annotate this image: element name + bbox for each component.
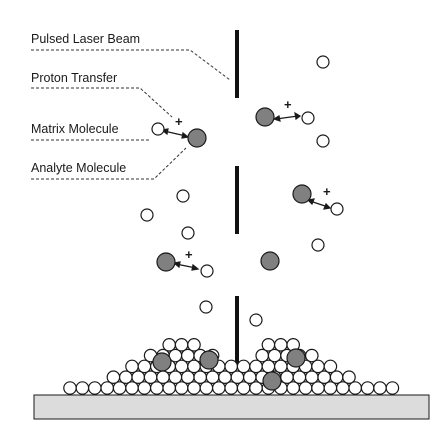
matrix-molecule	[174, 337, 189, 352]
leader-line-proton	[31, 87, 173, 118]
matrix-molecule	[316, 134, 330, 148]
matrix-molecule	[330, 202, 344, 216]
proton-plus-1: +	[175, 114, 183, 129]
analyte-molecule	[286, 348, 306, 368]
matrix-molecule	[360, 381, 375, 395]
matrix-molecule	[181, 226, 195, 240]
matrix-molecule	[199, 300, 213, 314]
matrix-molecule	[373, 381, 387, 395]
matrix-molecule	[224, 359, 238, 374]
proton-arrow-1	[160, 128, 190, 139]
matrix-molecule	[342, 370, 356, 384]
matrix-molecule	[249, 313, 263, 327]
label-proton-transfer: Proton Transfer	[31, 71, 117, 85]
leader-line-analyte	[31, 147, 187, 180]
matrix-molecule	[385, 381, 400, 395]
matrix-molecule	[323, 359, 338, 374]
analyte-molecule	[152, 352, 172, 372]
matrix-crystal-pile	[63, 337, 400, 395]
matrix-molecule	[63, 381, 77, 395]
matrix-molecule	[106, 370, 121, 384]
matrix-molecule	[88, 381, 102, 395]
sample-plate	[33, 394, 430, 420]
analyte-molecule	[260, 251, 280, 271]
desorbed-plume	[140, 55, 344, 327]
label-pulsed-laser-beam: Pulsed Laser Beam	[31, 32, 140, 46]
label-matrix-molecule: Matrix Molecule	[31, 122, 119, 136]
matrix-molecule	[140, 208, 154, 222]
proton-transfer-arrows	[160, 111, 332, 271]
matrix-molecule	[236, 359, 251, 374]
matrix-molecule	[187, 337, 201, 352]
matrix-molecule	[273, 337, 288, 352]
matrix-molecule	[301, 111, 315, 125]
proton-arrow-4	[172, 261, 200, 271]
matrix-molecule	[311, 238, 325, 252]
matrix-molecule	[151, 122, 165, 136]
analyte-molecule	[262, 371, 282, 391]
proton-plus-2: +	[284, 97, 292, 112]
analyte-molecule	[156, 252, 176, 272]
proton-plus-4: +	[185, 247, 193, 262]
analyte-molecule	[255, 107, 275, 127]
matrix-molecule	[125, 359, 139, 374]
leader-line-laser	[31, 49, 231, 81]
proton-plus-3: +	[323, 184, 331, 199]
analyte-molecule	[199, 350, 219, 370]
matrix-molecule	[316, 55, 330, 69]
proton-arrow-3	[306, 198, 332, 210]
matrix-molecule	[200, 264, 214, 278]
proton-arrow-2	[272, 111, 302, 122]
matrix-molecule	[75, 381, 90, 395]
matrix-molecule	[176, 189, 190, 203]
matrix-molecule	[261, 337, 276, 352]
matrix-molecule	[304, 348, 319, 363]
matrix-molecule	[162, 337, 176, 352]
label-analyte-molecule: Analyte Molecule	[31, 161, 126, 175]
analyte-molecule	[292, 184, 312, 204]
analyte-molecule	[187, 128, 207, 148]
